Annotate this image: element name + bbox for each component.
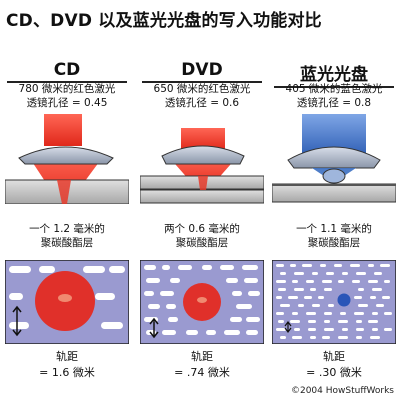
bluray-layer-text-2: 聚碳酸酯层 xyxy=(307,237,361,249)
cd-layer-text-2: 聚碳酸酯层 xyxy=(40,237,94,249)
bluray-pitch-label: 轨距 xyxy=(323,350,345,363)
cd-laser-beam xyxy=(44,114,82,146)
bluray-lens xyxy=(287,146,381,169)
bluray-aperture-spec: 透镜孔径 = 0.8 xyxy=(296,97,372,109)
bluray-pitch-value: = .30 微米 xyxy=(306,366,362,379)
cd-laser-spec: 780 微米的红色激光 xyxy=(18,83,116,95)
dvd-pitch-label: 轨距 xyxy=(191,350,213,363)
cd-pitch-label: 轨距 xyxy=(56,350,78,363)
dvd-track-illustration xyxy=(140,260,264,344)
cd-aperture-spec: 透镜孔径 = 0.45 xyxy=(26,97,108,109)
bluray-heading: 蓝光光盘 xyxy=(272,60,396,88)
dvd-disc-layer-bottom xyxy=(140,189,264,204)
dvd-heading: DVD xyxy=(140,60,264,83)
dvd-column: DVD 650 微米的红色激光 透镜孔径 = 0.6 xyxy=(140,56,264,396)
bluray-layer-text-1: 一个 1.1 毫米的 xyxy=(296,223,372,235)
bluray-optics-illustration xyxy=(272,114,396,204)
dvd-layer-text-1: 两个 0.6 毫米的 xyxy=(164,223,240,235)
cd-pitch-arrow xyxy=(12,305,22,337)
cd-pitch-value: = 1.6 微米 xyxy=(39,366,95,379)
bluray-disc-layer xyxy=(272,183,396,203)
dvd-pitch-arrow xyxy=(149,317,159,339)
cd-laser-cone xyxy=(27,154,105,204)
cd-lens xyxy=(18,146,114,165)
dvd-optics-illustration xyxy=(140,114,264,204)
dvd-layer-text-2: 聚碳酸酯层 xyxy=(175,237,229,249)
dvd-laser-spec: 650 微米的红色激光 xyxy=(153,83,251,95)
bluray-track-illustration xyxy=(272,260,396,344)
diagram-title: CD、DVD 以及蓝光光盘的写入功能对比 xyxy=(6,11,322,31)
dvd-laser-beam xyxy=(181,128,225,150)
cd-column: CD 780 微米的红色激光 透镜孔径 = 0.45 xyxy=(5,56,129,396)
cd-heading: CD xyxy=(5,60,129,83)
cd-track-illustration xyxy=(5,260,129,344)
bluray-secondary-lens xyxy=(322,168,346,184)
dvd-pitch-value: = .74 微米 xyxy=(174,366,230,379)
cd-layer-text-1: 一个 1.2 毫米的 xyxy=(29,223,105,235)
bluray-column: 蓝光光盘 405 微米的蓝色激光 透镜孔径 = 0.8 xyxy=(272,56,396,396)
bluray-laser-spot xyxy=(337,293,351,307)
cd-optics-illustration xyxy=(5,114,129,204)
dvd-aperture-spec: 透镜孔径 = 0.6 xyxy=(164,97,240,109)
dvd-lens xyxy=(161,145,245,165)
bluray-laser-spec: 405 微米的蓝色激光 xyxy=(285,83,383,95)
bluray-pitch-arrow xyxy=(284,321,292,333)
copyright-notice: ©2004 HowStuffWorks xyxy=(290,386,394,396)
